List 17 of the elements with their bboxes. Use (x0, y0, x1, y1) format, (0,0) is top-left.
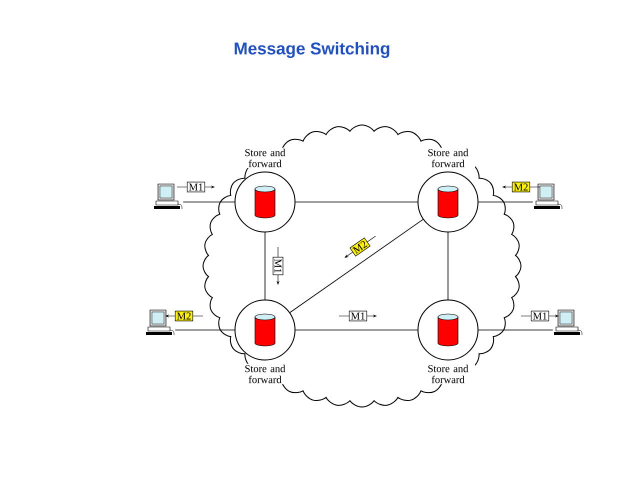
computer-icon (534, 184, 562, 210)
computer-icon (554, 310, 582, 336)
connection-line (290, 219, 424, 313)
node-label: Store and forward (421, 364, 475, 384)
message-tag: M1 (348, 310, 368, 322)
message-tag: M1 (186, 182, 206, 192)
computer-icon (154, 184, 182, 210)
title: Message Switching (234, 42, 390, 58)
message-tag: M2 (512, 182, 530, 192)
node-label: Store and forward (238, 364, 292, 384)
message-tag: M1 (272, 256, 284, 276)
node-label: Store and forward (421, 148, 475, 168)
node-label: Store and forward (238, 148, 292, 168)
message-tag: M1 (530, 310, 550, 322)
computer-icon (146, 310, 174, 336)
connection-line (264, 232, 266, 300)
message-tag: M2 (174, 310, 194, 322)
